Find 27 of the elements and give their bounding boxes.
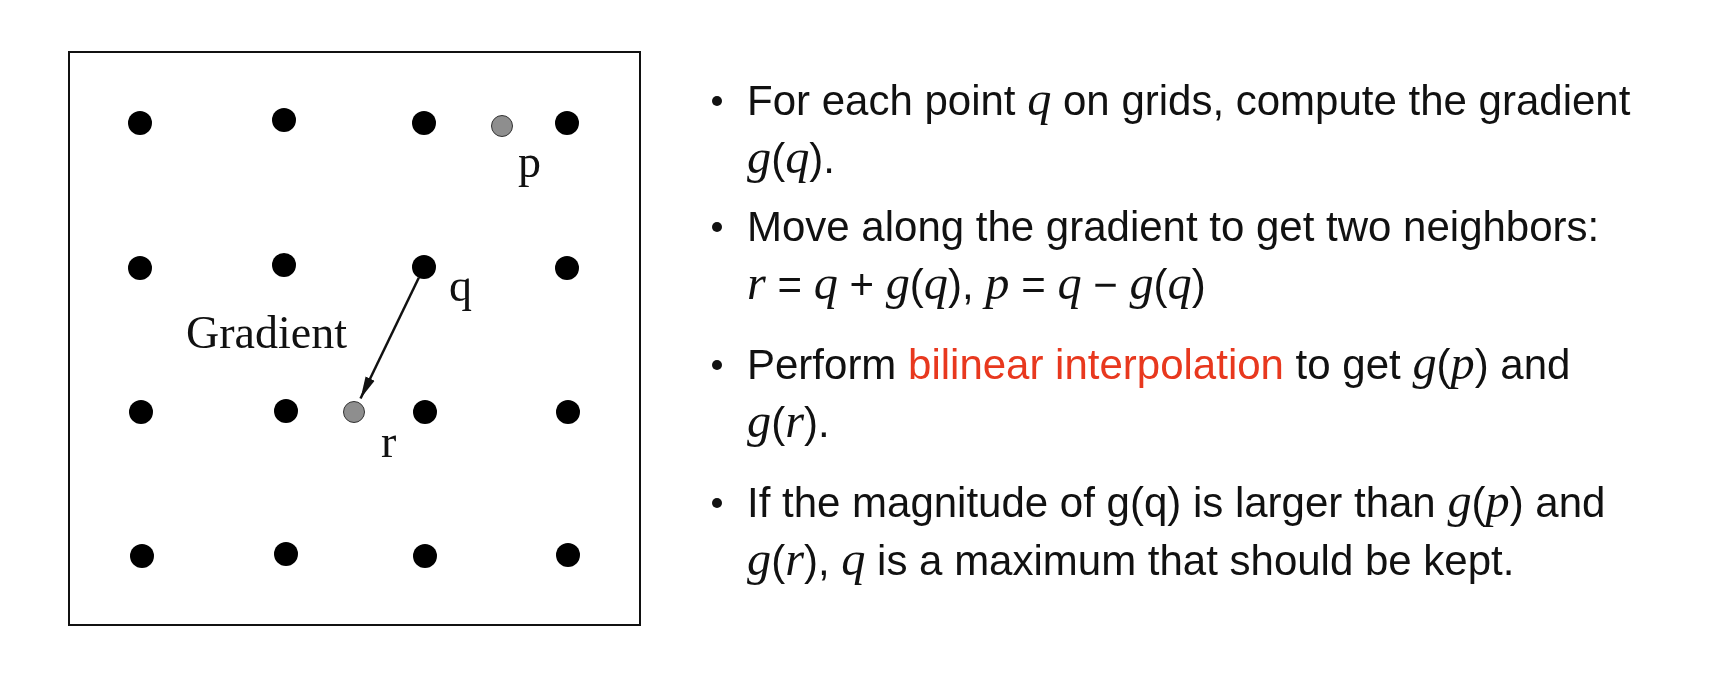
- grid-point: [128, 111, 152, 135]
- grid-point: [412, 111, 436, 135]
- grid-point: [274, 542, 298, 566]
- point-label: r: [381, 419, 397, 465]
- bullet-text: Perform bilinear interpolation to get g(p) and g(r).: [747, 336, 1572, 449]
- grid-point: [128, 256, 152, 280]
- grid-point: [413, 544, 437, 568]
- grid-point: [556, 543, 580, 567]
- interpolated-point: [491, 115, 513, 137]
- bullet-text: For each point q on grids, compute the gradient g(q).: [747, 72, 1632, 185]
- grid-point: [129, 400, 153, 424]
- point-label: q: [449, 263, 472, 309]
- grid-point: [272, 253, 296, 277]
- figure-frame: [68, 51, 641, 626]
- bullet-text: Move along the gradient to get two neighbors: r = q + g(q), p = q − g(q): [747, 202, 1601, 311]
- interpolated-point: [343, 401, 365, 423]
- bullet-text: If the magnitude of g(q) is larger than g(p) and g(r), q is a maximum that should be kept.: [747, 474, 1607, 587]
- grid-point: [555, 256, 579, 280]
- grid-point: [413, 400, 437, 424]
- point-label: p: [518, 139, 541, 185]
- grid-point: [555, 111, 579, 135]
- arrow: [359, 277, 420, 400]
- grid-point: [556, 400, 580, 424]
- grid-point: [272, 108, 296, 132]
- grid-point: [412, 255, 436, 279]
- grid-point: [130, 544, 154, 568]
- grid-point: [274, 399, 298, 423]
